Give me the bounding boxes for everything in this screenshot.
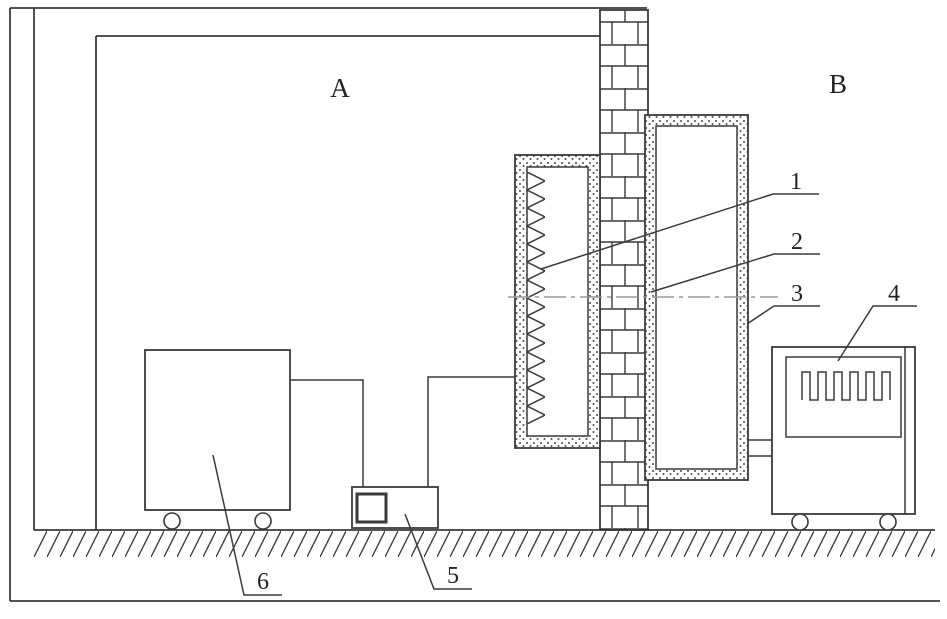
brick-wall bbox=[599, 9, 649, 531]
machine-4-wheel-right bbox=[879, 513, 897, 531]
device-5-screen bbox=[355, 492, 388, 524]
callout-5-leader bbox=[404, 513, 472, 590]
machine-4 bbox=[771, 346, 916, 531]
callout-2-leader bbox=[650, 253, 820, 293]
ground-hatch bbox=[34, 531, 935, 557]
region-label-b: B bbox=[829, 69, 847, 99]
callout-2-label: 2 bbox=[791, 229, 803, 255]
building-structure bbox=[9, 7, 940, 602]
callout-5-label: 5 bbox=[447, 563, 459, 589]
connection-duct bbox=[748, 439, 772, 457]
cart-6 bbox=[144, 349, 291, 530]
device-5 bbox=[351, 486, 439, 529]
heating-coil-icon bbox=[801, 371, 891, 401]
machine-4-panel bbox=[785, 356, 902, 438]
callout-1-label: 1 bbox=[790, 169, 802, 195]
cart-6-body bbox=[144, 349, 291, 511]
callout-4-leader bbox=[837, 305, 917, 362]
zigzag-fins-icon bbox=[527, 172, 545, 424]
hot-box bbox=[514, 154, 601, 449]
callout-6-leader bbox=[212, 454, 282, 596]
cart-6-wheel-left bbox=[163, 512, 181, 530]
callout-leaders bbox=[212, 193, 917, 596]
callout-3-leader bbox=[746, 305, 820, 325]
cable-6-to-5 bbox=[290, 379, 364, 487]
machine-4-wheel-left bbox=[791, 513, 809, 531]
callout-1-leader bbox=[540, 193, 819, 270]
cable-5-to-hotbox bbox=[427, 376, 515, 487]
callout-6-label: 6 bbox=[257, 569, 269, 595]
cart-6-wheel-right bbox=[254, 512, 272, 530]
region-label-a: A bbox=[330, 73, 350, 103]
callout-4-label: 4 bbox=[888, 281, 900, 307]
callout-3-label: 3 bbox=[791, 281, 803, 307]
